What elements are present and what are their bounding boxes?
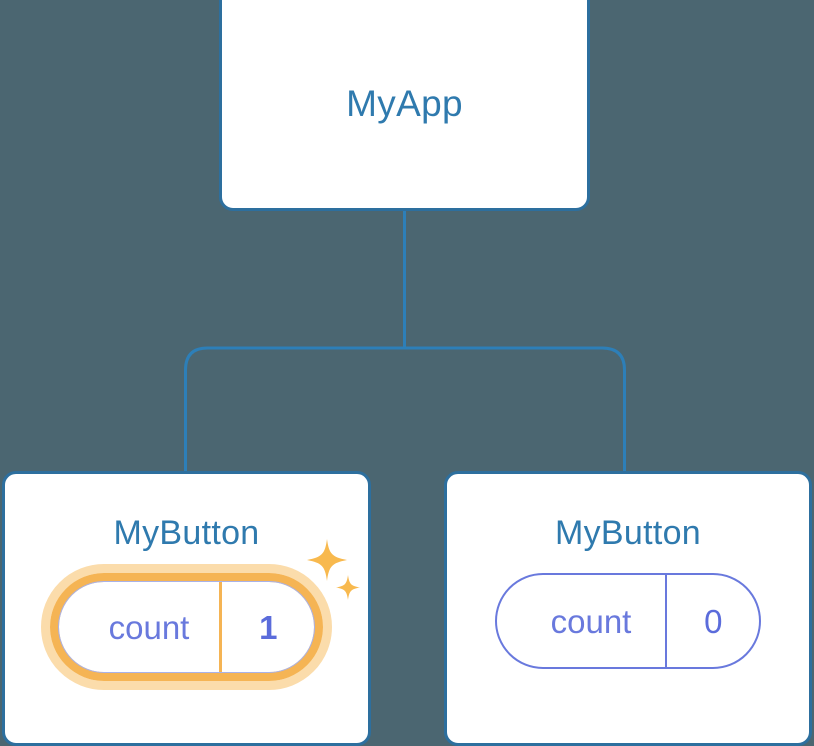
node-root-title: MyApp <box>346 83 463 124</box>
node-child-0-title: MyButton <box>113 514 260 552</box>
node-child-1-title: MyButton <box>554 514 702 552</box>
state-pill-divider <box>665 575 668 667</box>
state-pill-1[interactable]: count 0 <box>494 573 762 669</box>
edge-child-bus <box>184 346 626 471</box>
highlight-glow <box>40 564 333 690</box>
node-mybutton-0[interactable]: MyButton count 1 <box>2 471 371 746</box>
state-value-0: 1 <box>259 608 278 646</box>
node-myapp[interactable]: MyApp <box>219 0 590 211</box>
state-pill-0[interactable]: count 1 <box>40 539 361 690</box>
sparkle-large-icon <box>307 539 348 581</box>
node-mybutton-1[interactable]: MyButton count 0 <box>444 471 812 746</box>
state-key-0: count <box>108 608 190 646</box>
state-pill-divider <box>219 582 223 672</box>
state-value-1: 0 <box>704 602 723 640</box>
sparkle-small-icon <box>336 575 361 600</box>
state-key-1: count <box>550 602 632 640</box>
